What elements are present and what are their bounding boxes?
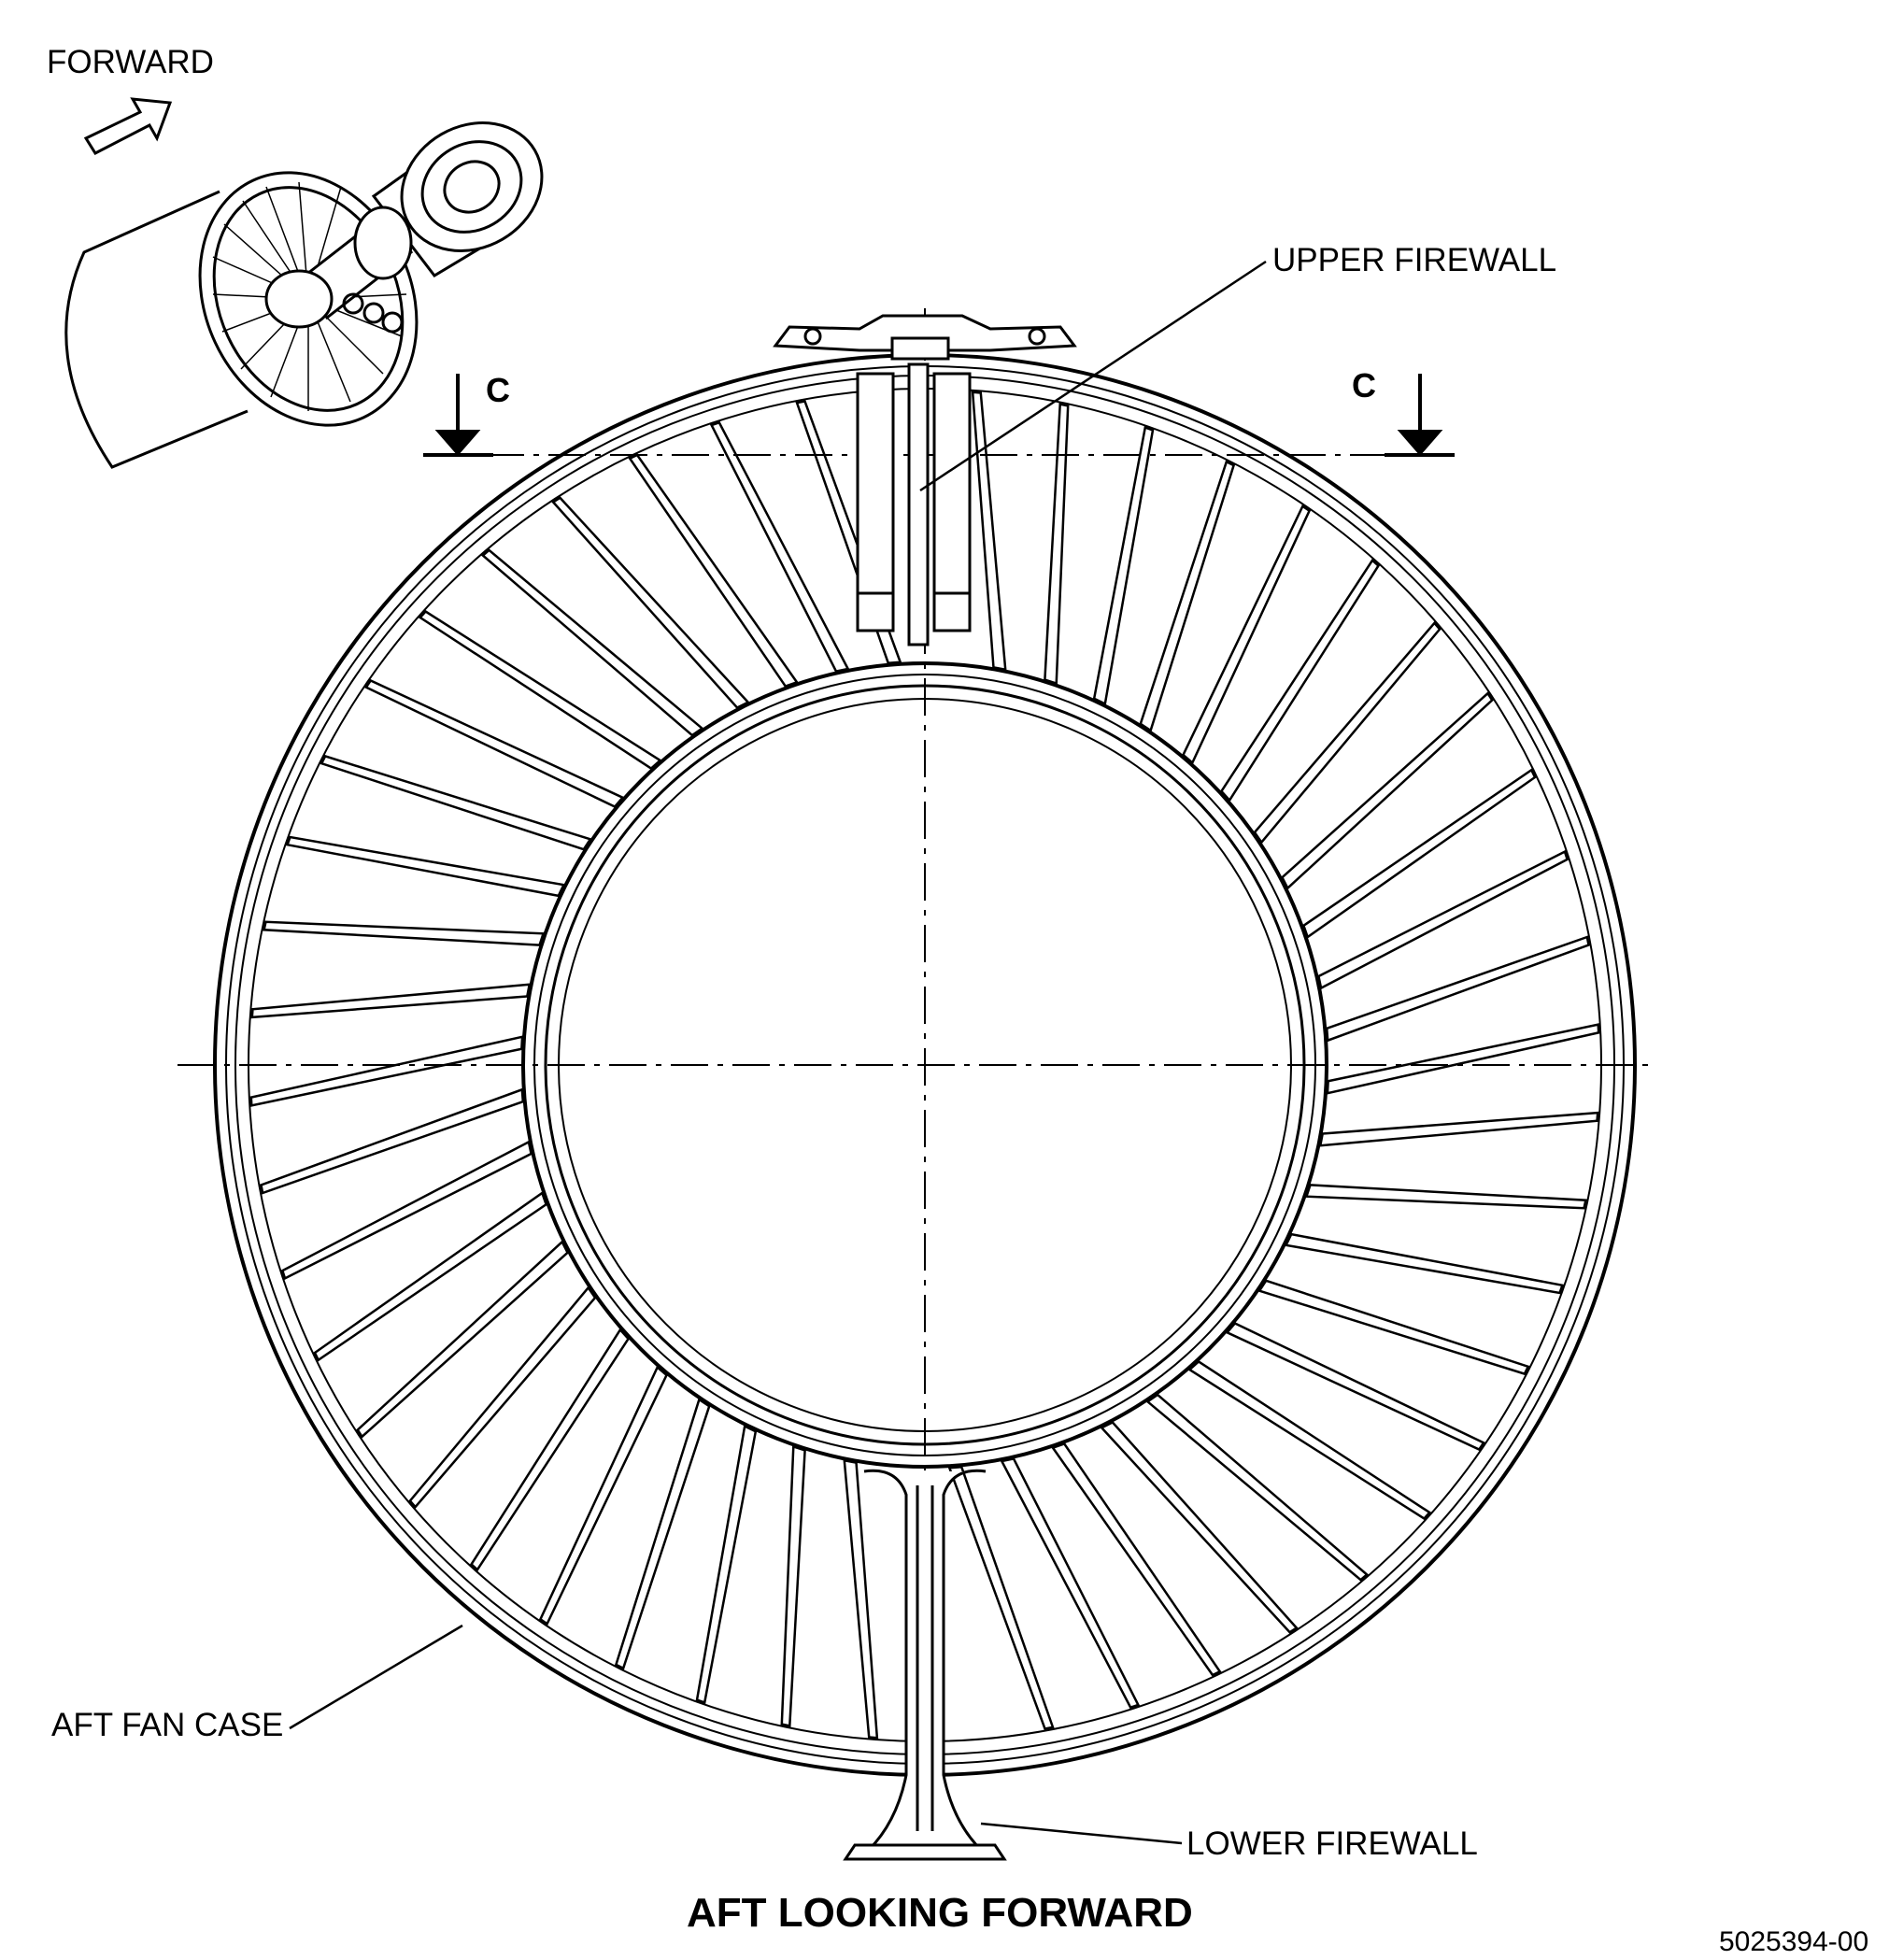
guide-vane bbox=[1044, 403, 1070, 686]
guide-vane bbox=[1000, 1456, 1141, 1710]
guide-vane bbox=[780, 1444, 806, 1727]
guide-vane bbox=[1100, 1420, 1299, 1634]
forward-arrow-icon bbox=[83, 97, 173, 155]
guide-vane bbox=[1219, 558, 1381, 802]
lower-firewall bbox=[843, 1469, 1007, 1861]
guide-vane bbox=[250, 983, 532, 1019]
guide-vane bbox=[1225, 1321, 1485, 1452]
guide-vane bbox=[1301, 768, 1537, 939]
section-c-right-label: C bbox=[1352, 366, 1376, 405]
guide-vane bbox=[408, 1285, 597, 1509]
guide-vane bbox=[695, 1424, 758, 1705]
guide-vane bbox=[364, 678, 625, 809]
guide-vane bbox=[263, 920, 546, 946]
guide-vane bbox=[1326, 1023, 1600, 1095]
guide-vane bbox=[538, 1365, 669, 1626]
forward-label: FORWARD bbox=[47, 44, 214, 80]
isometric-engine-view bbox=[64, 97, 544, 469]
guide-vane bbox=[1187, 1359, 1432, 1521]
lower-firewall-label: LOWER FIREWALL bbox=[1186, 1825, 1478, 1862]
guide-vane bbox=[795, 400, 902, 665]
aft-fan-case-view bbox=[178, 260, 1654, 1861]
guide-vane bbox=[1280, 691, 1494, 890]
lower-firewall-leader bbox=[980, 1822, 1183, 1845]
guide-vane bbox=[320, 754, 592, 851]
upper-firewall-label: UPPER FIREWALL bbox=[1272, 242, 1556, 278]
guide-vane bbox=[285, 835, 566, 898]
leader-lines bbox=[289, 260, 1267, 1845]
guide-vane bbox=[280, 1140, 533, 1281]
outlet-guide-vanes bbox=[249, 391, 1600, 1740]
guide-vane bbox=[480, 548, 704, 737]
guide-vane bbox=[260, 1087, 525, 1195]
upper-firewall-leader bbox=[919, 260, 1267, 492]
guide-vane bbox=[614, 1398, 711, 1670]
guide-vane bbox=[1181, 504, 1312, 765]
guide-vane bbox=[1092, 425, 1155, 706]
guide-vane bbox=[1145, 1393, 1369, 1582]
guide-vane bbox=[356, 1240, 570, 1439]
guide-vane bbox=[469, 1328, 631, 1572]
guide-vane bbox=[947, 1465, 1055, 1730]
guide-vane bbox=[1318, 1111, 1599, 1147]
section-c-left-arrow bbox=[423, 374, 493, 457]
guide-vane bbox=[249, 1035, 524, 1107]
guide-vane bbox=[1304, 1184, 1587, 1210]
aft-fan-case-label: AFT FAN CASE bbox=[51, 1707, 283, 1743]
section-c-left-label: C bbox=[486, 371, 510, 409]
guide-vane bbox=[551, 496, 750, 710]
upper-firewall bbox=[773, 314, 1077, 646]
guide-vane bbox=[1284, 1232, 1565, 1295]
engine-core-rear bbox=[400, 121, 544, 252]
guide-vane bbox=[313, 1191, 548, 1362]
guide-vane bbox=[1139, 460, 1236, 732]
fan-case-drum bbox=[64, 190, 249, 469]
aft-fan-case-leader bbox=[289, 1624, 463, 1730]
drawing-number: 5025394-00 bbox=[1719, 1926, 1868, 1957]
guide-vane bbox=[418, 609, 662, 771]
guide-vane bbox=[709, 420, 850, 674]
section-c-right-arrow bbox=[1385, 374, 1455, 457]
view-title: AFT LOOKING FORWARD bbox=[687, 1890, 1193, 1936]
guide-vane bbox=[1051, 1442, 1222, 1677]
guide-vane bbox=[971, 391, 1007, 672]
guide-vane bbox=[843, 1458, 879, 1740]
guide-vane bbox=[1325, 935, 1590, 1043]
guide-vane bbox=[628, 453, 799, 689]
guide-vane bbox=[1257, 1279, 1530, 1376]
guide-vane bbox=[1253, 620, 1442, 845]
guide-vane bbox=[1316, 849, 1569, 990]
